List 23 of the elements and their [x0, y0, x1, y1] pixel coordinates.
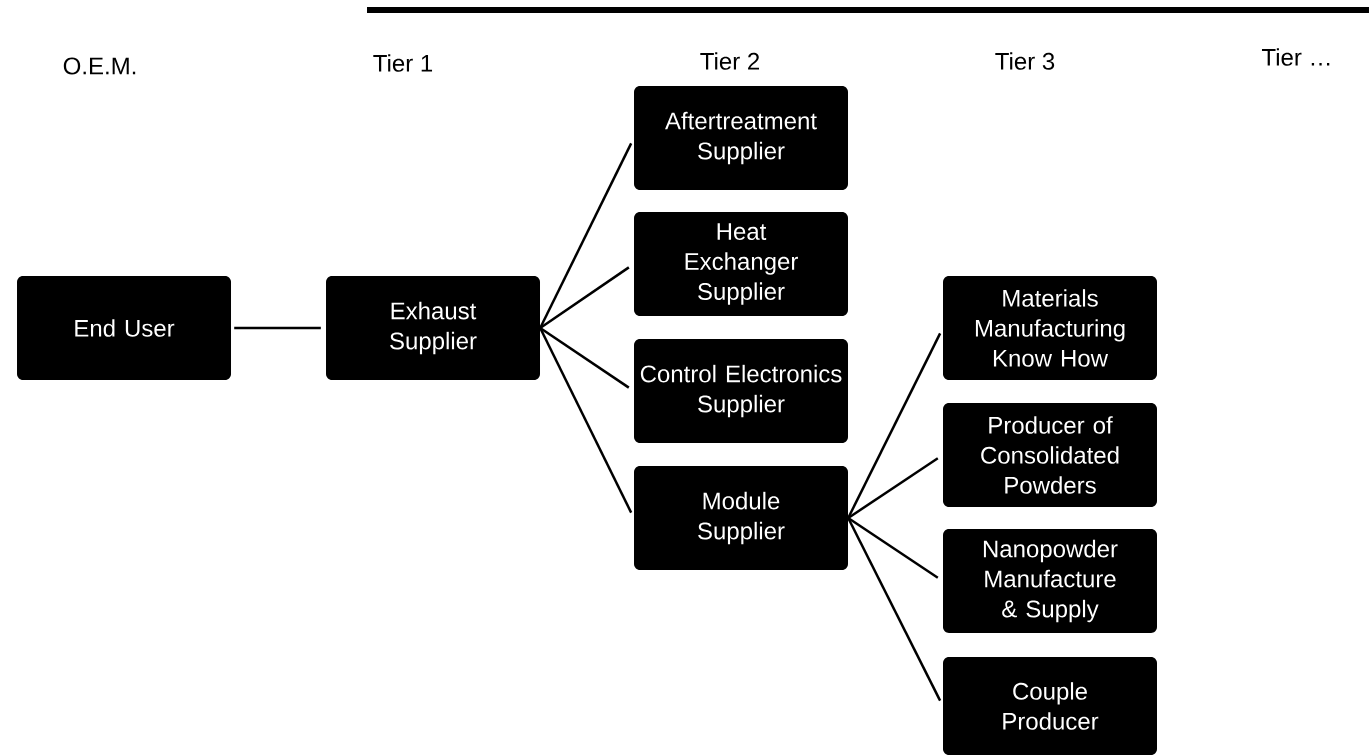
connector-line	[539, 142, 633, 329]
supplier-box: Aftertreatment Supplier	[634, 86, 848, 190]
supplier-box: Materials Manufacturing Know How	[943, 276, 1157, 380]
supplier-box: Producer of Consolidated Powders	[943, 403, 1157, 507]
connector-line	[539, 266, 630, 330]
tier-heading: O.E.M.	[63, 57, 136, 75]
tier-heading: Tier …	[1262, 48, 1330, 66]
supplier-box: Heat Exchanger Supplier	[634, 212, 848, 316]
connector-line	[847, 332, 942, 519]
connector-line	[847, 517, 942, 702]
supplier-box: Control Electronics Supplier	[634, 339, 848, 443]
connector-line	[539, 326, 630, 389]
connector-line	[234, 326, 321, 330]
connector-line	[847, 457, 939, 520]
supplier-box: Exhaust Supplier	[326, 276, 540, 380]
supplier-box: Nanopowder Manufacture & Supply	[943, 529, 1157, 633]
supplier-box: Module Supplier	[634, 466, 848, 570]
tier-heading: Tier 3	[995, 52, 1055, 70]
connector-line	[539, 327, 633, 514]
supplier-box: End User	[17, 276, 231, 380]
connector-line	[847, 516, 939, 579]
supplier-box: Couple Producer	[943, 657, 1157, 755]
tier-heading: Tier 1	[373, 54, 433, 72]
